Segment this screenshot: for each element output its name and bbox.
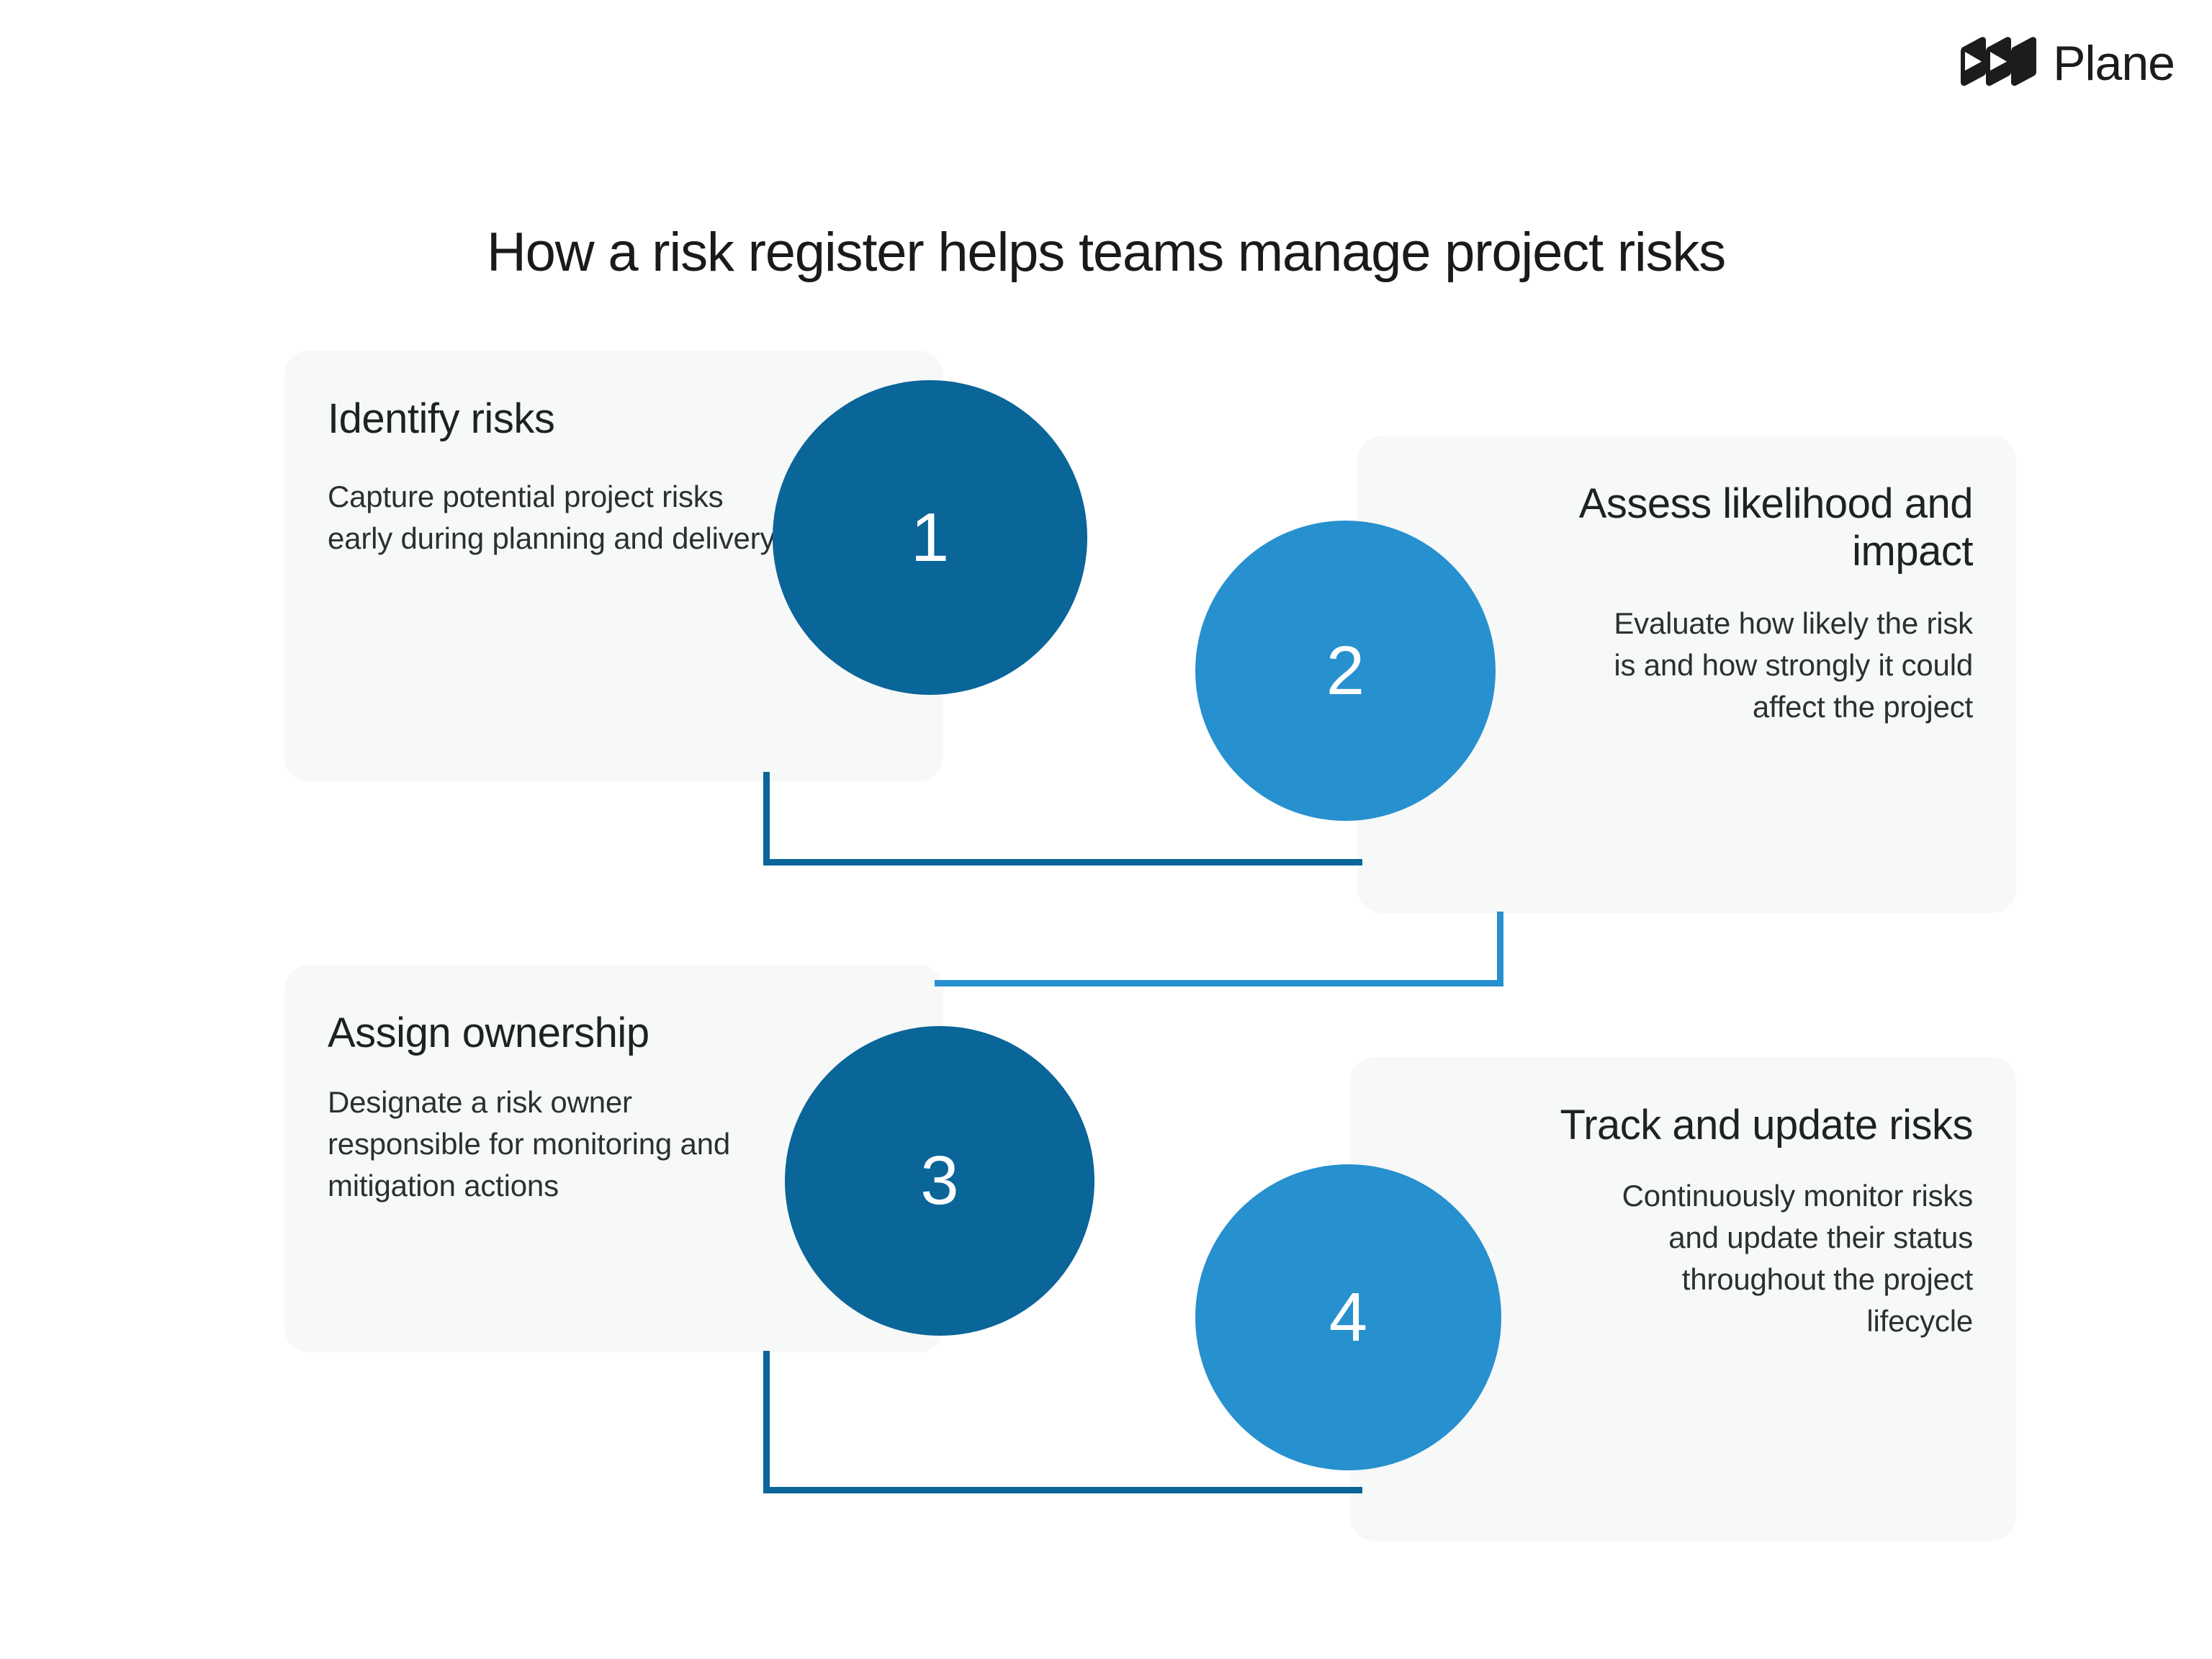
plane-logo-icon	[1959, 35, 2037, 91]
step-card-1-body: Capture potential project risks early du…	[328, 480, 775, 556]
step-card-3-body: Designate a risk owner responsible for m…	[328, 1085, 730, 1203]
step-number-badge-2: 2	[1195, 521, 1496, 821]
connector-2-3-vertical	[1497, 912, 1503, 986]
brand-name: Plane	[2053, 35, 2175, 91]
step-number-badge-1: 1	[773, 380, 1087, 695]
connector-3-4-horizontal	[763, 1487, 1362, 1493]
brand-logo: Plane	[1959, 35, 2175, 91]
step-card-2-body: Evaluate how likely the risk is and how …	[1614, 606, 1973, 724]
step-number-badge-4: 4	[1195, 1164, 1501, 1470]
page-title: How a risk register helps teams manage p…	[486, 221, 1726, 283]
step-card-1-title: Identify risks	[328, 395, 555, 442]
step-card-4-body: Continuously monitor risks and update th…	[1622, 1179, 1974, 1338]
step-card-4-title: Track and update risks	[1560, 1102, 1973, 1148]
step-card-2-title: Assess likelihood and impact	[1578, 480, 1974, 575]
connector-1-2-horizontal	[763, 859, 1362, 866]
step-number-badge-3: 3	[785, 1026, 1094, 1336]
connector-1-2-vertical	[763, 772, 770, 866]
connector-3-4-vertical	[763, 1351, 770, 1493]
connector-2-3-horizontal	[935, 980, 1503, 986]
step-card-3-title: Assign ownership	[328, 1010, 649, 1056]
